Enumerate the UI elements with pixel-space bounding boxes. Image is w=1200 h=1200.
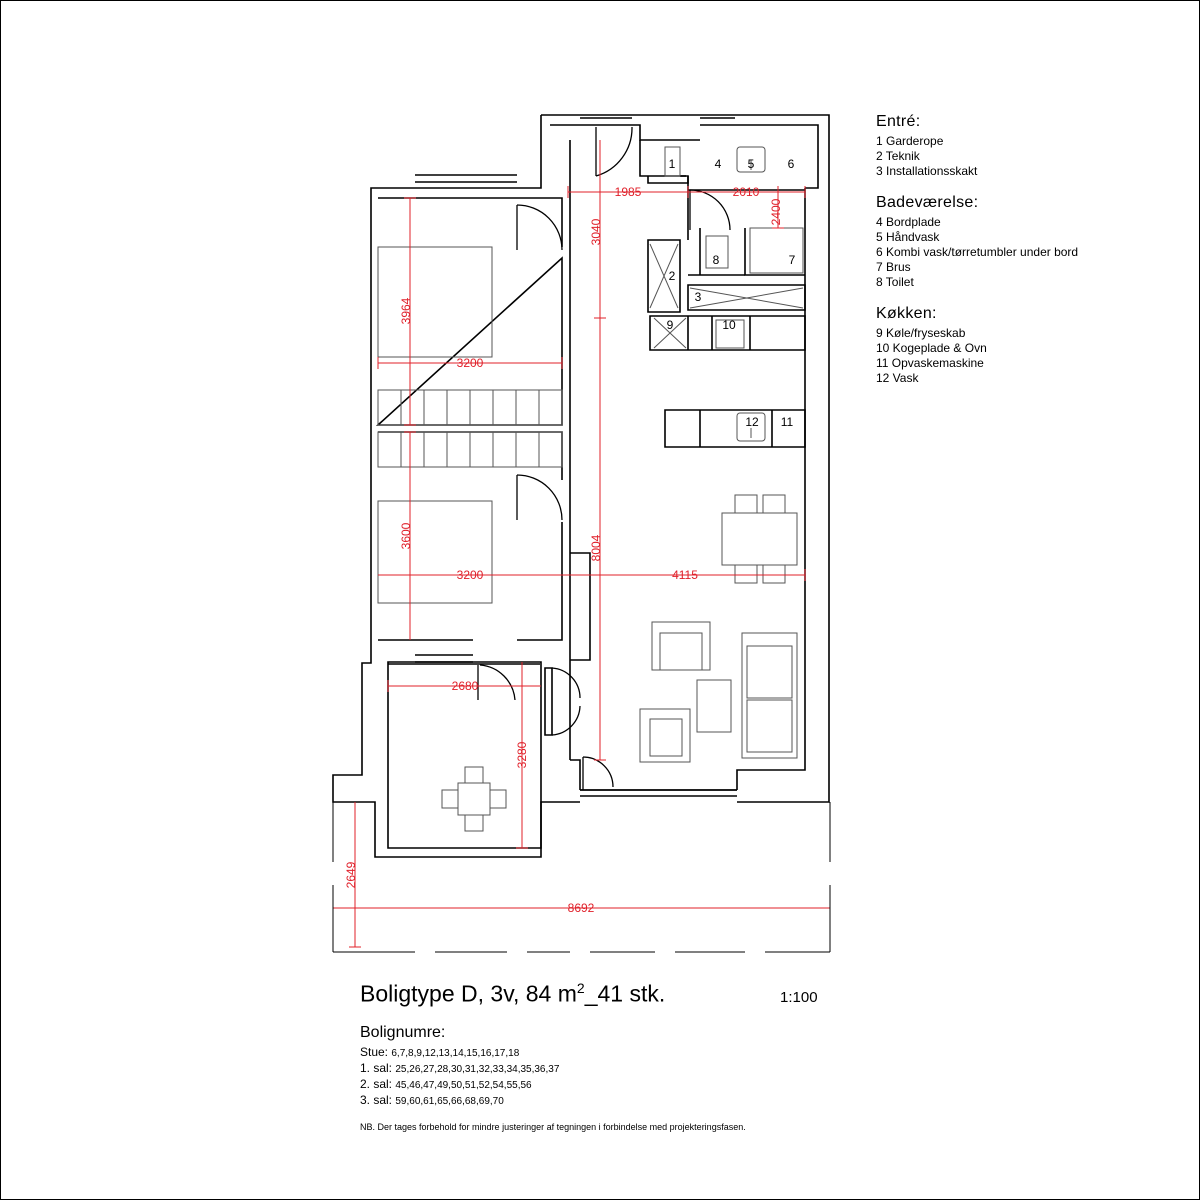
legend-item: 11 Opvaskemaskine [876,356,984,370]
legend-item: 3 Installationsskakt [876,164,978,178]
bolignumre-row: 3. sal: 59,60,61,65,66,68,69,70 [360,1093,559,1109]
room-number: 7 [789,253,796,267]
dimension-label: 3964 [399,297,413,324]
unit-numbers: 6,7,8,9,12,13,14,15,16,17,18 [391,1048,520,1059]
floor-label: 2. sal: [360,1077,396,1091]
dimension-label: 3200 [457,356,484,370]
room-number: 9 [667,318,674,332]
dimension-label: 2400 [769,198,783,225]
legend-item: 4 Bordplade [876,215,941,229]
dimension-label: 1985 [615,185,642,199]
dimension-label: 4115 [672,568,698,582]
unit-numbers: 45,46,47,49,50,51,52,54,55,56 [395,1080,532,1091]
dimension-label: 2649 [344,861,358,888]
legend-item: 8 Toilet [876,275,914,289]
dimension-label: 3600 [399,522,413,549]
room-number: 10 [722,318,736,332]
room-number: 1 [669,157,676,171]
dimension-label: 2010 [733,185,760,199]
room-number: 11 [781,415,794,429]
bolignumre-row: Stue: 6,7,8,9,12,13,14,15,16,17,18 [360,1045,559,1061]
disclaimer-note: NB. Der tages forbehold for mindre juste… [360,1122,746,1132]
dimension-label: 8692 [568,901,595,915]
floor-label: 1. sal: [360,1061,396,1075]
legend-item: 9 Køle/fryseskab [876,326,966,340]
room-number: 3 [695,290,702,304]
legend-item: 1 Garderope [876,134,944,148]
room-number: 5 [748,157,755,171]
bolignumre-block: Bolignumre: Stue: 6,7,8,9,12,13,14,15,16… [360,1024,559,1109]
plan-title: Boligtype D, 3v, 84 m2_41 stk. [360,980,665,1008]
furniture [377,146,804,832]
legend-item: 6 Kombi vask/tørretumbler under bord [876,245,1079,259]
dimension-label: 3200 [457,568,484,582]
legend-heading: Entré: [876,113,921,130]
legend-item: 10 Kogeplade & Ovn [876,341,987,355]
dimension-label: 3280 [515,741,529,768]
bolignumre-row: 2. sal: 45,46,47,49,50,51,52,54,55,56 [360,1077,559,1093]
dimension-label: 3040 [589,218,603,245]
floor-label: 3. sal: [360,1093,396,1107]
unit-numbers: 25,26,27,28,30,31,32,33,34,35,36,37 [395,1064,560,1075]
legend-item: 5 Håndvask [876,230,940,244]
dimension-label: 8004 [589,534,603,561]
walls [332,114,830,858]
floor-label: Stue: [360,1045,392,1059]
bolignumre-heading: Bolignumre: [360,1024,446,1041]
title-sup: 2 [576,980,585,996]
title-suffix: _41 stk. [584,980,666,1007]
room-number: 6 [788,157,795,171]
dimension-label: 2680 [452,679,479,693]
legend-heading: Badeværelse: [876,194,979,211]
wardrobe-lower [377,431,563,468]
room-number: 4 [715,157,722,171]
room-number: 12 [745,415,759,429]
bolignumre-row: 1. sal: 25,26,27,28,30,31,32,33,34,35,36… [360,1061,559,1077]
doors [477,126,731,790]
legend-item: 2 Teknik [876,149,920,163]
site-boundary [332,802,831,953]
title-prefix: Boligtype D, 3v, 84 m [360,980,577,1007]
unit-numbers: 59,60,61,65,66,68,69,70 [395,1096,504,1107]
room-number: 8 [713,253,720,267]
wardrobe-upper [377,389,563,426]
legend-heading: Køkken: [876,305,937,322]
scale-label: 1:100 [780,989,818,1006]
dimension-labels: 1985 2010 3040 2400 3964 3200 3200 3600 8004 4115… [344,185,783,915]
legend-item: 7 Brus [876,260,911,274]
room-number: 2 [669,269,676,283]
legend-item: 12 Vask [876,371,919,385]
